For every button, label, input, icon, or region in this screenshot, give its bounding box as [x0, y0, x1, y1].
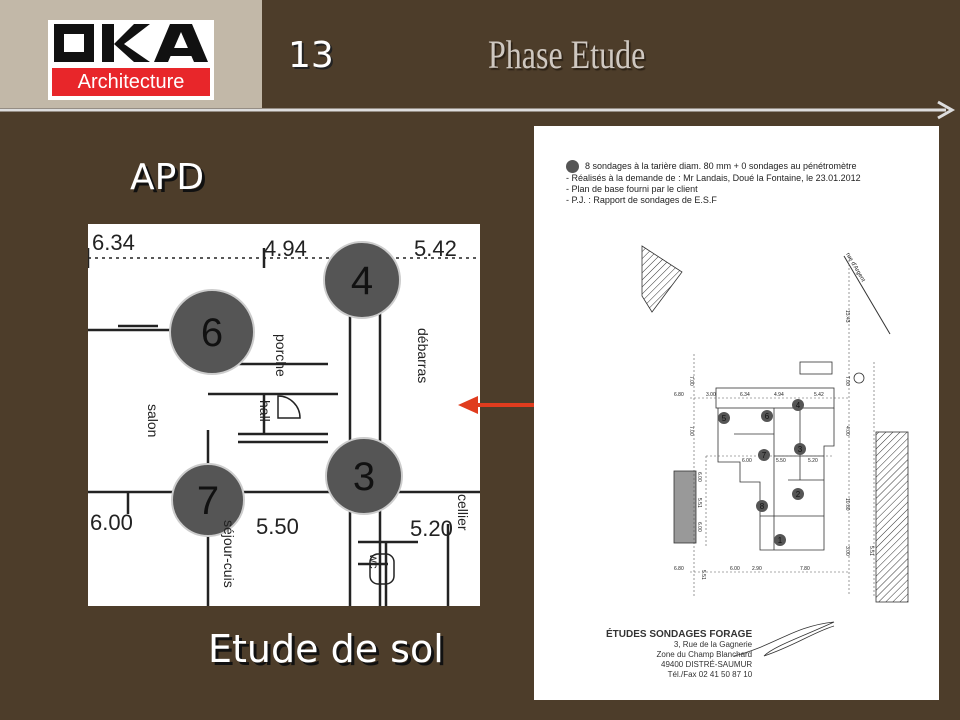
site-borehole-7: 7	[762, 451, 767, 460]
soil-study-document: 8 sondages à la tarière diam. 80 mm + 0 …	[534, 126, 939, 700]
legend-row-2: - Réalisés à la demande de : Mr Landais,…	[566, 173, 861, 183]
oka-logo: Architecture	[48, 20, 214, 100]
zoom-dim-2: 4.94	[264, 236, 307, 261]
site-borehole-5: 5	[722, 414, 727, 423]
header-bar: Architecture 13 Phase Etude	[0, 0, 960, 108]
zoom-dim-4: 6.00	[90, 510, 133, 535]
site-dim-24: 6.00	[696, 522, 702, 532]
borehole-legend-icon	[566, 160, 579, 173]
site-borehole-3: 3	[798, 445, 803, 454]
room-hall: hall	[257, 400, 273, 422]
site-dim-22: 7.00	[688, 426, 694, 436]
site-borehole-4: 4	[796, 401, 801, 410]
apd-label: APD	[130, 157, 205, 198]
borehole-4-label: 4	[351, 259, 373, 303]
borehole-7-label: 7	[197, 479, 219, 523]
zoom-dim-3: 5.42	[414, 236, 457, 261]
room-salon: salon	[145, 404, 161, 437]
site-dim-6: 7.00	[688, 376, 694, 386]
company-stamp: ÉTUDES SONDAGES FORAGE 3, Rue de la Gagn…	[606, 630, 752, 680]
site-dim-3: 6.34	[740, 392, 750, 398]
stamp-line-3: 49400 DISTRÉ-SAUMUR	[661, 660, 753, 669]
header-divider-arrow	[0, 100, 956, 120]
site-dim-8: 7.00	[844, 376, 850, 386]
site-dim-11: 5.20	[808, 458, 818, 464]
street-label: rue d'Argent	[844, 252, 866, 283]
stamp-line-4: Tél./Fax 02 41 50 87 10	[667, 670, 753, 679]
site-dim-18: 6.00	[730, 566, 740, 572]
site-dim-23: 5.51	[696, 498, 702, 508]
zoom-dim-1: 6.34	[92, 230, 135, 255]
site-dim-1: 6.80	[674, 392, 684, 398]
site-dim-17: 5.51	[700, 570, 706, 580]
zoomed-floor-plan: 6.34 4.94 5.42 6.00 5.50 5.20 porche hal…	[88, 224, 480, 606]
zoomed-plan-drawing: 6.34 4.94 5.42 6.00 5.50 5.20 porche hal…	[88, 230, 480, 606]
legend-row-4: - P.J. : Rapport de sondages de E.S.F	[566, 195, 717, 205]
soil-study-legend: 8 sondages à la tarière diam. 80 mm + 0 …	[566, 160, 926, 206]
room-cellier: cellier	[455, 494, 471, 531]
etude-de-sol-label: Etude de sol	[208, 627, 444, 671]
room-porche: porche	[273, 334, 289, 377]
signature-scribble	[733, 621, 835, 657]
site-dim-5: 5.42	[814, 392, 824, 398]
site-dim-15: 5.51	[868, 546, 874, 556]
site-dim-14: 3.00	[844, 546, 850, 556]
site-borehole-6: 6	[765, 412, 770, 421]
site-borehole-8: 8	[760, 502, 765, 511]
stamp-company: ÉTUDES SONDAGES FORAGE	[606, 629, 753, 640]
site-dim-12: 4.00	[844, 426, 850, 436]
site-dim-20: 7.80	[800, 566, 810, 572]
zoom-dim-5: 5.50	[256, 514, 299, 539]
borehole-6-label: 6	[201, 311, 223, 355]
logo-panel: Architecture	[0, 0, 262, 108]
site-dim-7: 13.43	[844, 310, 850, 323]
site-borehole-2: 2	[796, 490, 801, 499]
borehole-3-label: 3	[353, 455, 375, 499]
stamp-line-2: Zone du Champ Blanchard	[656, 650, 753, 659]
site-borehole-1: 1	[778, 536, 783, 545]
logo-subtitle: Architecture	[52, 68, 210, 96]
site-dim-4: 4.94	[774, 392, 784, 398]
site-dim-21: 6.00	[696, 472, 702, 482]
site-dim-19: 2.90	[752, 566, 762, 572]
room-debarras: débarras	[415, 328, 431, 383]
legend-row-1: 8 sondages à la tarière diam. 80 mm + 0 …	[566, 160, 926, 173]
room-wc: wc	[367, 553, 381, 569]
oka-logo-wordmark	[54, 24, 208, 62]
site-dim-2: 3.00	[706, 392, 716, 398]
room-sejour-cuisine: séjour-cuis	[221, 520, 237, 588]
stamp-line-1: 3, Rue de la Gagnerie	[673, 640, 753, 649]
site-plan-drawing: rue d'Argent	[641, 245, 909, 657]
site-dim-16: 6.80	[674, 566, 684, 572]
site-dim-13: 10.80	[844, 498, 850, 511]
site-dim-10: 5.50	[776, 458, 786, 464]
slide-title: Phase Etude	[488, 32, 646, 77]
site-dim-9: 6.00	[742, 458, 752, 464]
zoom-dim-6: 5.20	[410, 516, 453, 541]
slide-number: 13	[288, 35, 334, 76]
legend-row-3: - Plan de base fourni par le client	[566, 184, 698, 194]
